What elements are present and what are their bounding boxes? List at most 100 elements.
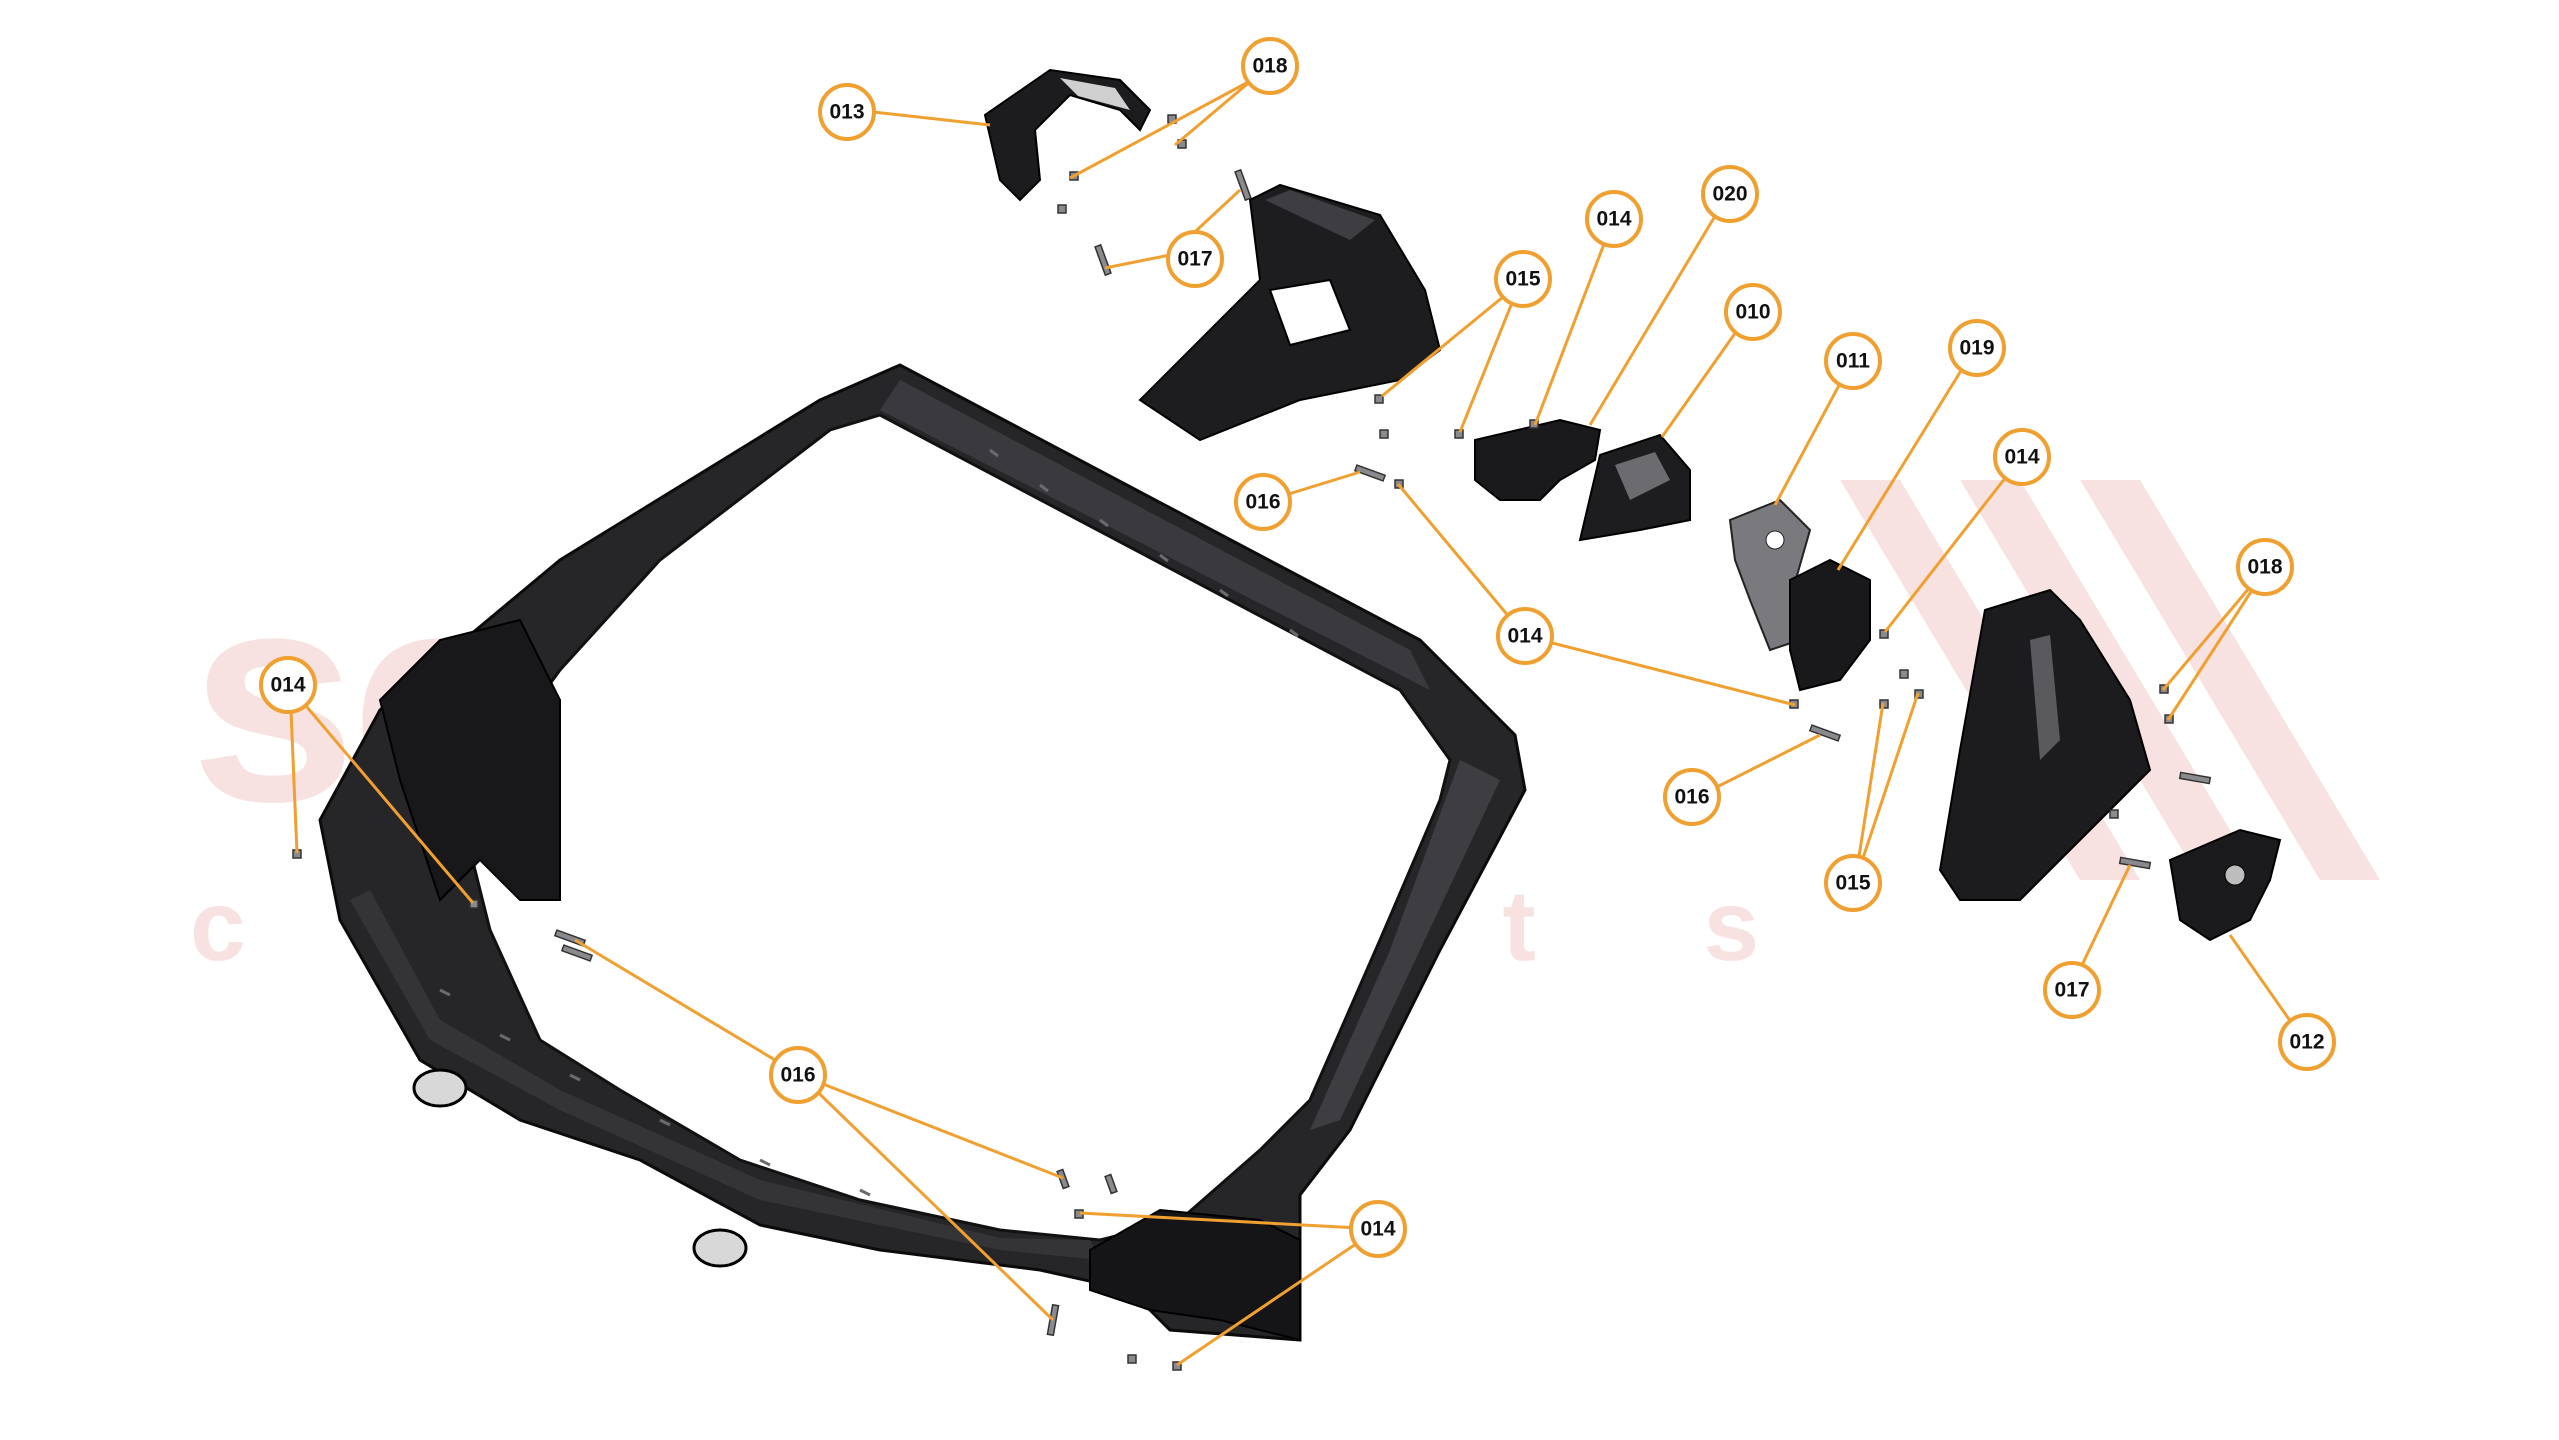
upper-support-window — [1268, 278, 1352, 347]
callout-014[interactable]: 014 — [1496, 607, 1554, 665]
callout-019[interactable]: 019 — [1948, 319, 2006, 377]
callout-012[interactable]: 012 — [2278, 1013, 2336, 1071]
callout-016[interactable]: 016 — [1234, 473, 1292, 531]
callout-014[interactable]: 014 — [1585, 190, 1643, 248]
svg-text:018: 018 — [2247, 556, 2282, 579]
callout-020[interactable]: 020 — [1701, 165, 1759, 223]
leader-line — [1853, 692, 1920, 883]
leader-line — [1533, 222, 1614, 426]
bolt-icon — [1454, 429, 1464, 439]
leader-line — [1174, 78, 1253, 147]
bolt-icon — [1379, 429, 1389, 439]
leader-line — [1458, 282, 1522, 433]
pin-icon — [1056, 1168, 1070, 1190]
top-beam-highlight — [880, 380, 1430, 690]
part-012-hole — [2224, 864, 2246, 886]
callout-013[interactable]: 013 — [818, 83, 876, 141]
svg-text:016: 016 — [1245, 491, 1280, 514]
pin-icon — [560, 944, 594, 962]
leader-line — [1588, 195, 1729, 426]
callout-018[interactable]: 018 — [2236, 538, 2294, 596]
part-020-bracket — [1474, 418, 1602, 501]
pin-icon — [1808, 724, 1842, 742]
lower-beam-highlight — [350, 890, 1100, 1260]
part-011-hole — [1765, 530, 1785, 550]
part-010-shield — [1578, 433, 1691, 542]
part-019-bracket — [1789, 558, 1871, 692]
callout-016[interactable]: 016 — [769, 1046, 827, 1104]
svg-text:012: 012 — [2289, 1031, 2324, 1054]
svg-text:013: 013 — [829, 101, 864, 124]
part-010-highlight — [1615, 452, 1670, 500]
bolt-icon — [1172, 1361, 1182, 1371]
callout-010[interactable]: 010 — [1724, 283, 1782, 341]
svg-text:014: 014 — [1360, 1218, 1395, 1241]
callout-017[interactable]: 017 — [1166, 230, 1224, 288]
bolt-icon — [1127, 1354, 1137, 1364]
leader-line — [1396, 483, 1527, 637]
svg-text:017: 017 — [2054, 979, 2089, 1002]
callout-015[interactable]: 015 — [1824, 854, 1882, 912]
svg-text:014: 014 — [2004, 446, 2039, 469]
svg-text:014: 014 — [1596, 208, 1631, 231]
leader-line — [1381, 281, 1521, 398]
leader-line — [1104, 253, 1171, 270]
leader-line — [799, 1073, 1064, 1180]
top-beam-slots — [989, 448, 1299, 638]
leader-line — [1853, 702, 1885, 883]
bolt-icon — [2109, 809, 2119, 819]
svg-text:014: 014 — [270, 674, 305, 697]
svg-text:017: 017 — [1177, 248, 1212, 271]
callout-015[interactable]: 015 — [1494, 250, 1552, 308]
leader-line — [288, 686, 299, 854]
leader-line — [1079, 1211, 1379, 1231]
callout-014[interactable]: 014 — [1993, 428, 2051, 486]
leader-line — [798, 1073, 1055, 1322]
part-012-shape — [2168, 828, 2282, 942]
leader-line — [1176, 1227, 1379, 1367]
svg-text:010: 010 — [1735, 301, 1770, 324]
leader-line — [1069, 78, 1253, 180]
right-pillar-highlight — [1310, 760, 1500, 1130]
bolt-icon — [1057, 204, 1067, 214]
svg-text:018: 018 — [1252, 55, 1287, 78]
part-012-bracket — [2168, 828, 2282, 942]
callout-014[interactable]: 014 — [1349, 1200, 1407, 1258]
svg-text:016: 016 — [780, 1064, 815, 1087]
leader-line — [1524, 634, 1796, 707]
part-013-bracket — [983, 68, 1152, 202]
callout-018[interactable]: 018 — [1241, 37, 1299, 95]
leader-line — [1883, 458, 2022, 633]
callout-016[interactable]: 016 — [1663, 768, 1721, 826]
front-frame-assembly — [318, 363, 1527, 1342]
fasteners — [292, 114, 2212, 1371]
bolt-icon — [1899, 669, 1909, 679]
svg-text:020: 020 — [1712, 183, 1747, 206]
right-upright-bracket — [1938, 588, 2152, 901]
lower-beam-slots — [439, 988, 871, 1197]
callout-014[interactable]: 014 — [259, 656, 317, 714]
part-019-shape — [1789, 558, 1871, 692]
svg-text:019: 019 — [1959, 337, 1994, 360]
callouts: 013 018 017 015 014 020 010 011 019 014 … — [259, 37, 2336, 1258]
callout-017[interactable]: 017 — [2043, 961, 2101, 1019]
bolt-icon — [1374, 394, 1384, 404]
part-020-shape — [1474, 418, 1602, 501]
leader-line — [1836, 347, 1977, 571]
pin-icon — [2118, 856, 2152, 870]
callout-011[interactable]: 011 — [1824, 332, 1882, 390]
pin-icon — [1234, 168, 1252, 202]
part-013-face — [1060, 78, 1130, 110]
part-013-shape — [983, 68, 1152, 202]
pin-icon — [1094, 243, 1112, 277]
leader-line — [288, 686, 475, 904]
part-upper-support-bracket — [1138, 183, 1442, 442]
svg-text:011: 011 — [1836, 350, 1870, 373]
svg-text:015: 015 — [1505, 268, 1540, 291]
pin-icon — [1353, 464, 1387, 482]
bolt-icon — [469, 899, 479, 909]
leader-line — [574, 938, 801, 1077]
svg-text:015: 015 — [1835, 872, 1870, 895]
mount-hole — [412, 1068, 468, 1108]
